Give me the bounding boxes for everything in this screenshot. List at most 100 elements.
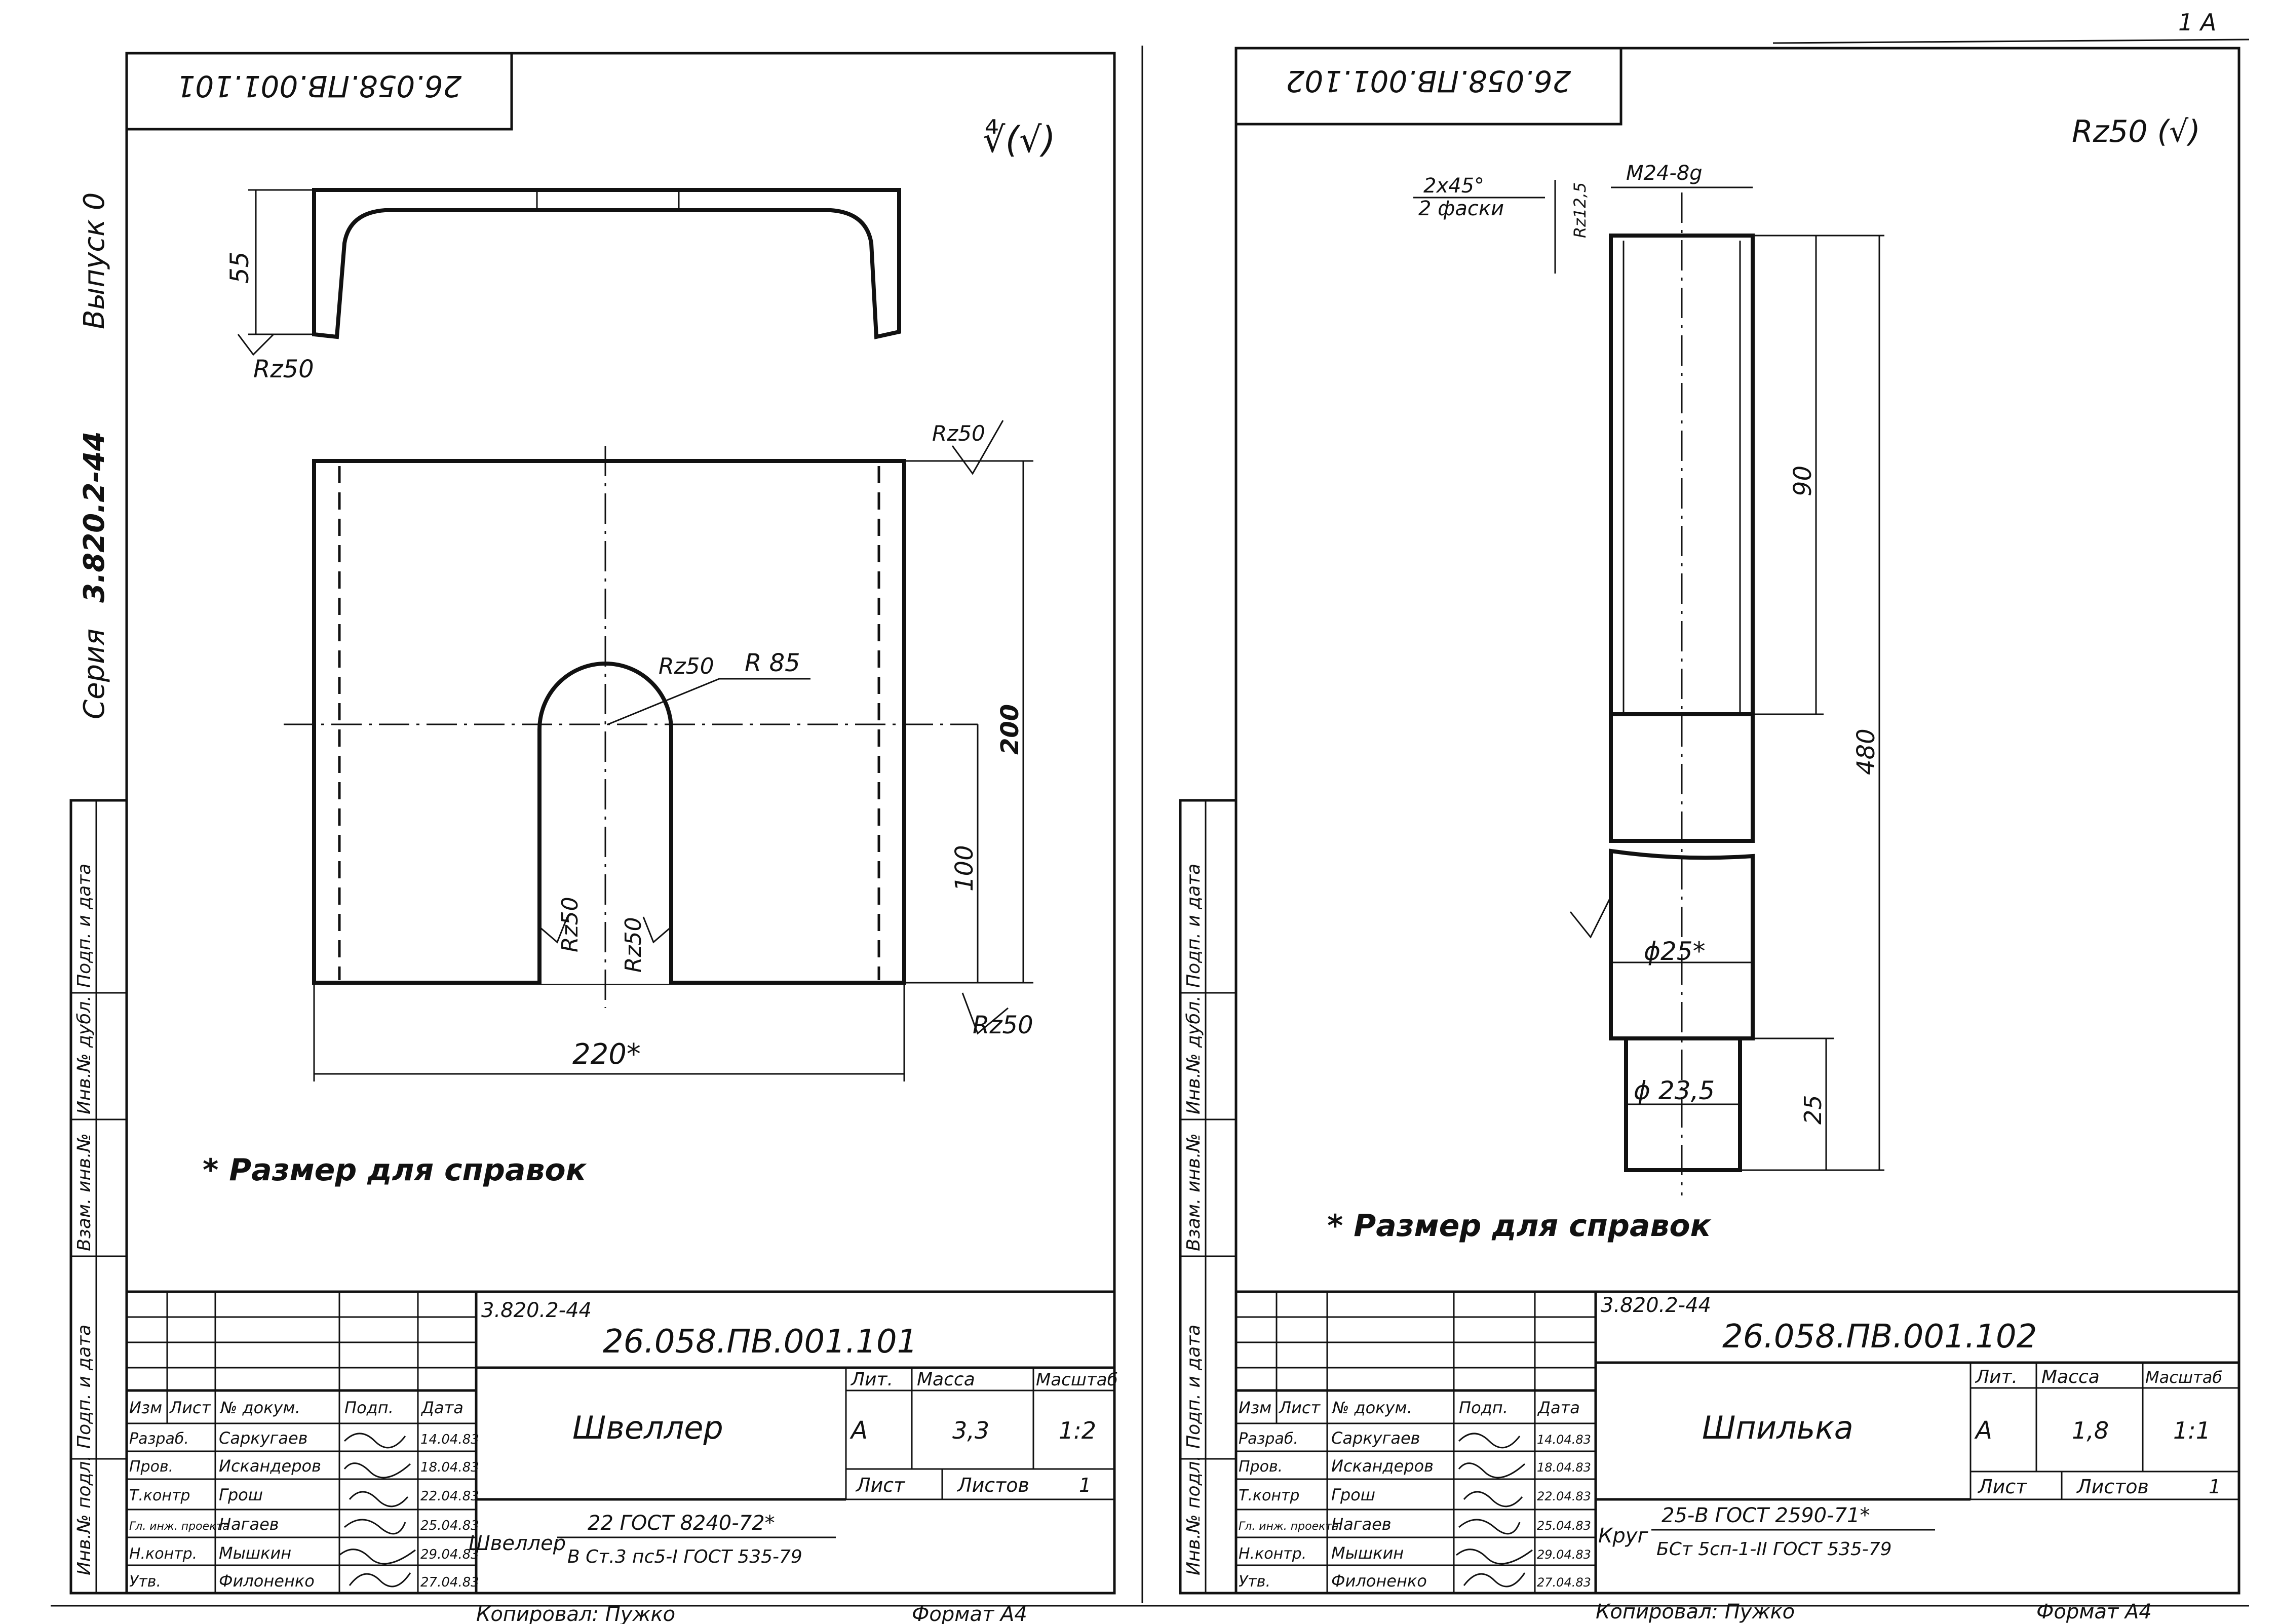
right-tb-copied: Копировал: Пужко — [1596, 1600, 1795, 1623]
rz-slot-left-mark — [539, 916, 568, 944]
signature-scribble — [1463, 1491, 1523, 1507]
left-tb-series: 3.820.2-44 — [481, 1299, 592, 1322]
chamfer-top: 2x45° — [1423, 174, 1484, 198]
left-side-strip — [69, 799, 128, 1595]
radius-leader — [607, 678, 720, 725]
left-row4-role: Н.контр. — [129, 1545, 197, 1563]
right-row4-role: Н.контр. — [1239, 1545, 1306, 1563]
left-side-series: Серия — [78, 629, 111, 719]
right-row5-date: 27.04.83 — [1537, 1575, 1591, 1590]
right-row0-date: 14.04.83 — [1537, 1433, 1591, 1447]
right-tb-format: Формат А4 — [2036, 1600, 2152, 1623]
signature-scribble — [1463, 1572, 1526, 1588]
left-row4-name: Мышкин — [219, 1543, 291, 1563]
left-tb-copied: Копировал: Пужко — [476, 1603, 675, 1624]
left-tb-h-list: Лист — [169, 1398, 211, 1417]
rz-arc: Rz50 — [659, 653, 714, 679]
rough-mark — [1569, 896, 1612, 939]
right-tb-material-prefix: Круг — [1598, 1524, 1648, 1548]
left-row3-name: Нагаев — [219, 1515, 279, 1534]
signature-scribble — [1458, 1462, 1526, 1479]
left-tb-scale-value: 1:2 — [1059, 1417, 1096, 1444]
rz-side-mark — [237, 333, 275, 356]
right-tb-h-list: Лист — [1279, 1398, 1321, 1417]
right-surface-mark: Rz50 (√) — [2072, 114, 2200, 149]
left-title-block: 3.820.2-44 26.058.ПВ.001.101 Швеллер Лит… — [125, 1290, 1118, 1624]
left-tb-lit-value: А — [849, 1416, 868, 1445]
rz-slot-left: Rz50 — [557, 897, 583, 952]
left-row5-role: Утв. — [129, 1573, 161, 1591]
signature-scribble — [1458, 1519, 1521, 1535]
right-tb-sheets-label: Листов — [2076, 1476, 2149, 1498]
dim-220: 220* — [572, 1038, 641, 1071]
rz-slot-right-mark — [642, 916, 672, 944]
thread-label: M24-8g — [1626, 162, 1703, 185]
left-tb-mass-label: Масса — [917, 1369, 975, 1390]
left-row0-date: 14.04.83 — [420, 1432, 479, 1447]
dia25: ϕ25* — [1644, 937, 1706, 966]
left-row5-name: Филоненко — [219, 1571, 315, 1591]
left-row5-date: 27.04.83 — [420, 1575, 479, 1590]
signature-scribble — [349, 1572, 411, 1588]
right-row5-role: Утв. — [1239, 1573, 1270, 1591]
left-surface-mark: ∜(√) — [983, 119, 1056, 161]
left-row1-date: 18.04.83 — [420, 1460, 479, 1475]
left-tb-material-bottom: В Ст.3 пс5-I ГОСТ 535-79 — [567, 1546, 802, 1567]
left-tb-name: Швеллер — [572, 1409, 723, 1446]
left-row3-role: Гл. инж. проекта — [129, 1520, 229, 1533]
radius-label: R 85 — [745, 649, 800, 677]
left-side-col-3: Инв.№ дубл. — [74, 995, 95, 1114]
left-tb-lit-label: Лит. — [850, 1369, 893, 1390]
right-row3-name: Нагаев — [1331, 1515, 1392, 1534]
right-tb-h-date: Дата — [1537, 1398, 1580, 1417]
rz-slot-right: Rz50 — [621, 917, 646, 973]
right-tb-docnum: 26.058.ПВ.001.102 — [1722, 1318, 2037, 1356]
right-tb-scale-value: 1:1 — [2173, 1417, 2211, 1444]
left-row0-name: Саркугаев — [219, 1428, 308, 1448]
left-row2-date: 22.04.83 — [420, 1489, 479, 1504]
dim-55: 55 — [225, 251, 254, 284]
right-tb-mass-label: Масса — [2041, 1367, 2100, 1387]
right-row4-name: Мышкин — [1331, 1543, 1404, 1563]
stud-shank-lower — [1609, 848, 1755, 1040]
right-tb-material-top: 25-В ГОСТ 2590-71* — [1662, 1504, 1870, 1527]
right-side-col-0: Инв.№ подл. — [1183, 1455, 1204, 1575]
right-tb-h-sign: Подп. — [1459, 1398, 1508, 1417]
right-side-col-2: Взам. инв.№ — [1183, 1133, 1204, 1251]
right-side-col-4: Подп. и дата — [1183, 864, 1204, 988]
left-top-stamp-box — [125, 52, 513, 131]
left-tb-h-docnum: № докум. — [219, 1398, 300, 1417]
right-tb-material-bottom: БСт 5сп-1-II ГОСТ 535-79 — [1656, 1539, 1892, 1560]
rz-top-right-mark — [951, 420, 1004, 475]
left-tb-docnum: 26.058.ПВ.001.101 — [603, 1323, 917, 1361]
right-tb-scale-label: Масштаб — [2145, 1368, 2222, 1387]
dim-90: 90 — [1789, 466, 1817, 496]
left-row1-name: Искандеров — [219, 1456, 321, 1476]
left-side-col-0: Инв.№ подл. — [74, 1455, 95, 1575]
dim-480: 480 — [1852, 728, 1880, 775]
right-row0-role: Разраб. — [1239, 1430, 1298, 1448]
right-row1-name: Искандеров — [1331, 1456, 1434, 1476]
right-row3-role: Гл. инж. проекта — [1239, 1520, 1339, 1533]
right-side-col-1: Подп. и дата — [1183, 1325, 1204, 1449]
right-sheet: 26.058.ПВ.001.102 Инв.№ подл. Подп. и да… — [1179, 47, 2241, 1623]
chamfer-bottom: 2 фаски — [1418, 197, 1504, 220]
left-side-col-1: Подп. и дата — [74, 1325, 95, 1449]
left-tb-h-sign: Подп. — [344, 1398, 394, 1417]
left-side-issue: Выпуск 0 — [78, 192, 111, 329]
rz-side: Rz50 — [253, 355, 314, 383]
signature-scribble — [339, 1549, 416, 1565]
right-tb-lit-label: Лит. — [1975, 1367, 2018, 1387]
right-tb-name: Шпилька — [1702, 1409, 1853, 1446]
signature-scribble — [1458, 1433, 1521, 1449]
right-row5-name: Филоненко — [1331, 1571, 1427, 1591]
left-tb-h-date: Дата — [420, 1398, 463, 1417]
rz-bottom-right-mark — [961, 992, 1009, 1035]
left-side-col-4: Подп. и дата — [74, 864, 95, 988]
right-tb-h-docnum: № докум. — [1331, 1398, 1412, 1417]
right-top-stamp: 26.058.ПВ.001.102 — [1286, 64, 1571, 98]
dim-25: 25 — [1799, 1095, 1827, 1125]
left-tb-format: Формат А4 — [912, 1603, 1027, 1624]
left-tb-sheet-label: Лист — [855, 1474, 906, 1496]
corner-mark: 1 A — [2178, 9, 2216, 36]
